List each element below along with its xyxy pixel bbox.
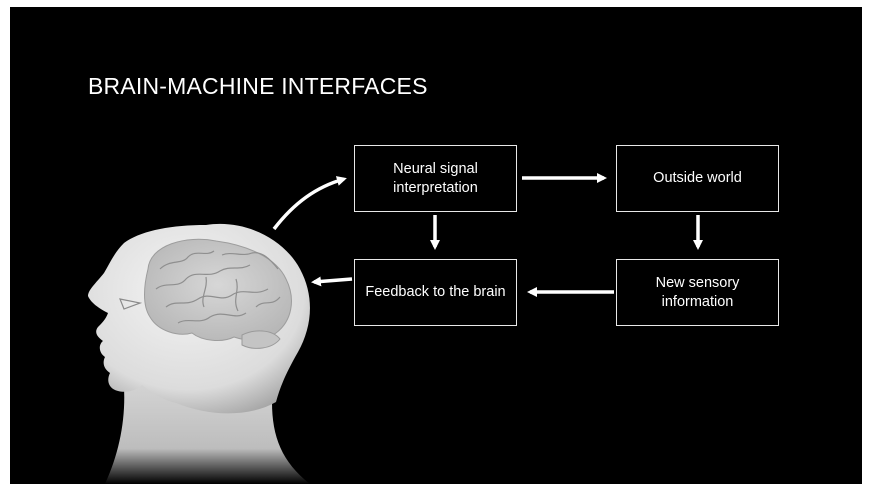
arrow-feedback-to-head [311, 276, 353, 287]
eye-shape [119, 298, 143, 310]
arrow-head-to-neural [272, 176, 347, 231]
arrows-layer [272, 173, 703, 297]
feedback-box: Feedback to the brain [354, 259, 517, 326]
outside-world-box: Outside world [616, 145, 779, 212]
new-sensory-box: New sensory information [616, 259, 779, 326]
slide-title: BRAIN-MACHINE INTERFACES [88, 73, 428, 99]
head-illustration [88, 223, 310, 484]
slide: BRAIN-MACHINE INTERFACES Neural signal i… [10, 7, 862, 484]
brain-folds [155, 250, 281, 324]
neural-signal-box: Neural signal interpretation [354, 145, 517, 212]
